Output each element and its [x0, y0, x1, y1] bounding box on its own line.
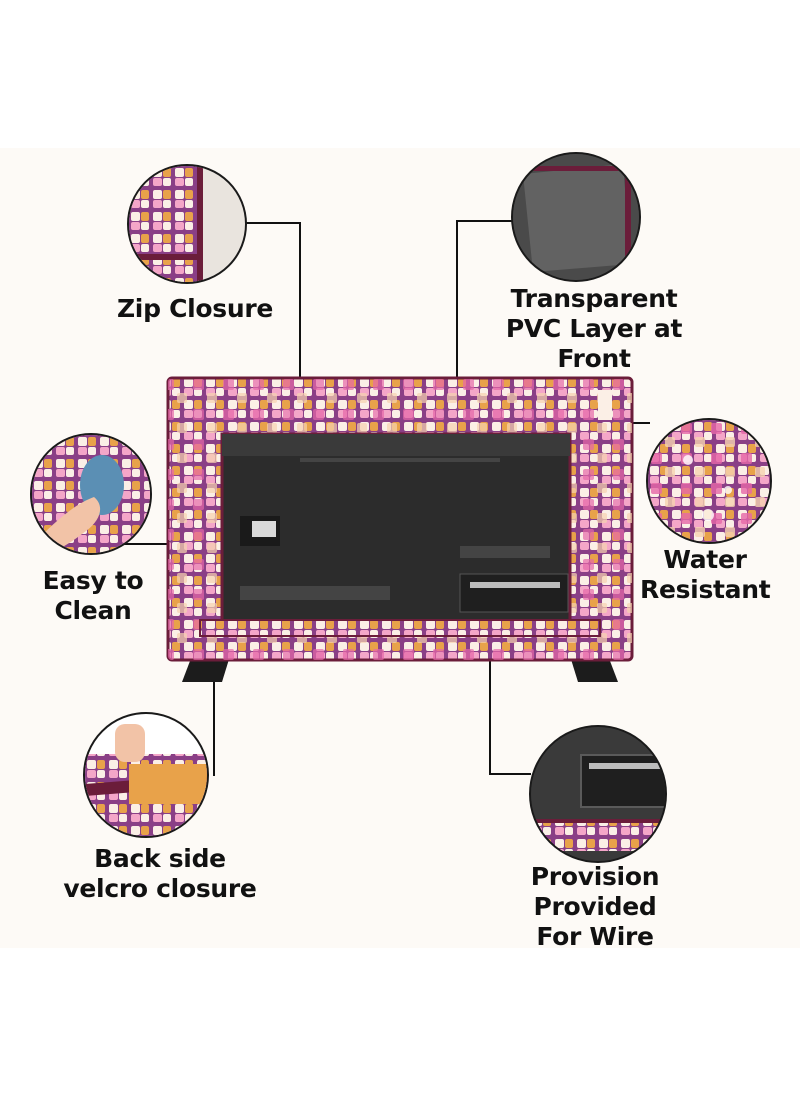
- connector-line-zip: [299, 222, 301, 378]
- wire-provision-detail: [529, 725, 667, 863]
- easy-clean-label: Easy to Clean: [42, 566, 144, 625]
- connector-line-pvc: [456, 220, 458, 378]
- connector-line-wire: [489, 773, 531, 775]
- tv-cover-illustration: [166, 376, 634, 682]
- velcro-closure-label: Back side velcro closure: [63, 844, 257, 903]
- velcro-closure-detail: [83, 712, 209, 838]
- connector-line-clean: [122, 543, 180, 545]
- connector-line-zip: [243, 222, 301, 224]
- zip-closure-detail: [127, 164, 247, 284]
- connector-line-velcro: [213, 630, 215, 776]
- pvc-layer-detail: [511, 152, 641, 282]
- water-resistant-label: Water Resistant: [640, 545, 771, 604]
- water-resistant-detail: [646, 418, 772, 544]
- easy-clean-detail: [30, 433, 152, 555]
- zip-closure-label: Zip Closure: [116, 294, 274, 323]
- wire-provision-label: Provision Provided For Wire: [530, 862, 660, 951]
- connector-line-wire: [489, 628, 491, 774]
- connector-line-pvc: [456, 220, 516, 222]
- transparent-pvc-label: Transparent PVC Layer at Front: [505, 284, 683, 373]
